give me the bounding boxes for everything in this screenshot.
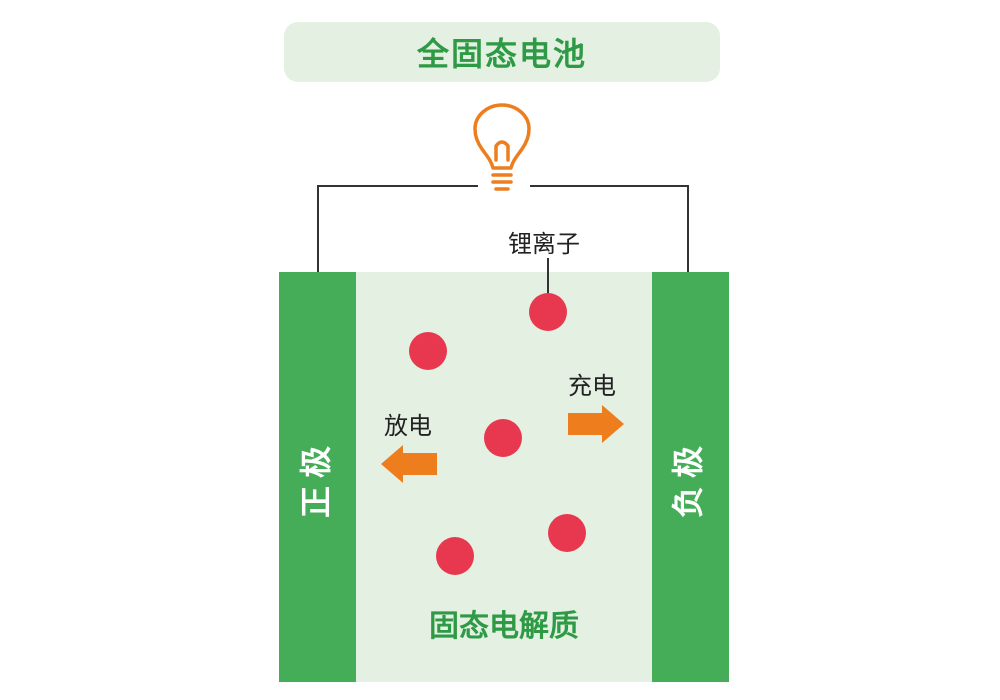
- lithium-ion: [409, 332, 447, 370]
- lithium-ion: [484, 419, 522, 457]
- light-bulb-icon: [473, 103, 531, 191]
- lithium-ion: [436, 537, 474, 575]
- negative-electrode-label: 负极: [669, 438, 707, 518]
- charge-label: 充电: [568, 372, 616, 400]
- circuit-wire: [317, 185, 689, 272]
- solid-electrolyte-label: 固态电解质: [429, 609, 579, 644]
- title-banner: 全固态电池: [284, 22, 720, 82]
- negative-electrode: [652, 272, 729, 682]
- positive-electrode-label: 正极: [297, 438, 335, 518]
- arrow-right-icon: [568, 405, 624, 443]
- positive-electrode: [279, 272, 356, 682]
- arrow-left-icon: [381, 445, 437, 483]
- lithium-ion: [548, 514, 586, 552]
- diagram-title: 全固态电池: [416, 35, 587, 73]
- lithium-ion-label: 锂离子: [508, 230, 580, 258]
- lithium-ion: [529, 293, 567, 331]
- solid-electrolyte-region: [356, 272, 652, 682]
- discharge-label: 放电: [384, 412, 432, 440]
